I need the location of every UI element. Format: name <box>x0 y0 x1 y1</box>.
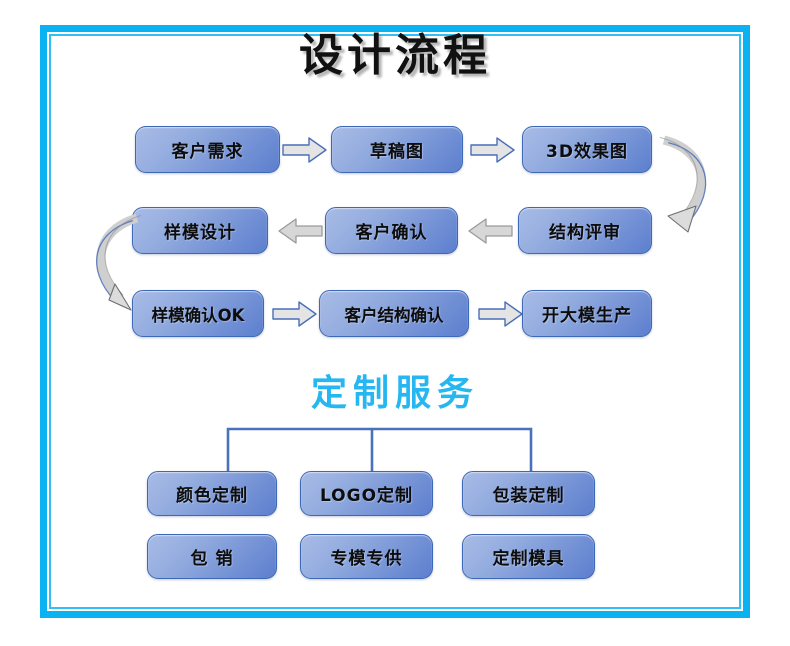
flow-box-sample-mold-ok[interactable]: 样模确认OK <box>132 290 264 337</box>
flow-box-draft-drawing[interactable]: 草稿图 <box>331 126 463 173</box>
flow-box-label: 客户确认 <box>355 223 428 243</box>
flow-box-structure-review[interactable]: 结构评审 <box>518 207 652 254</box>
arrow-curve-right-down <box>652 128 722 240</box>
service-box-packaging-customization[interactable]: 包装定制 <box>462 471 595 516</box>
service-box-logo-customization[interactable]: LOGO定制 <box>300 471 433 516</box>
arrow-curve-left-down <box>85 208 155 320</box>
page-title: 设计流程 <box>299 30 491 81</box>
flow-box-label: 客户结构确认 <box>344 305 444 325</box>
service-box-exclusive-sales[interactable]: 包 销 <box>147 534 277 579</box>
flow-box-label: 草稿图 <box>370 142 424 162</box>
decorative-frame-inner-white <box>47 32 743 611</box>
flow-box-label: 开大模生产 <box>542 306 632 326</box>
flow-box-mass-production[interactable]: 开大模生产 <box>522 290 652 337</box>
service-box-custom-mold[interactable]: 定制模具 <box>462 534 595 579</box>
service-box-label: 专模专供 <box>330 549 403 569</box>
service-box-dedicated-mold-supply[interactable]: 专模专供 <box>300 534 433 579</box>
flow-box-customer-confirm[interactable]: 客户确认 <box>325 207 458 254</box>
flow-box-label: 样模确认OK <box>151 305 245 325</box>
service-box-label: 包 销 <box>190 549 234 569</box>
arrow-right-1 <box>282 136 328 164</box>
arrow-right-4 <box>478 300 524 328</box>
arrow-left-1 <box>277 217 323 245</box>
arrow-right-2 <box>470 136 516 164</box>
flow-box-3d-rendering[interactable]: 3D效果图 <box>522 126 652 173</box>
section-title: 定制服务 <box>310 373 479 414</box>
service-box-label: 包装定制 <box>492 486 565 506</box>
arrow-right-3 <box>272 300 318 328</box>
service-box-label: LOGO定制 <box>319 486 414 506</box>
flow-box-label: 样模设计 <box>164 223 236 243</box>
flow-box-customer-requirement[interactable]: 客户需求 <box>135 126 280 173</box>
service-box-color-customization[interactable]: 颜色定制 <box>147 471 277 516</box>
flow-box-label: 客户需求 <box>171 142 244 162</box>
service-box-label: 定制模具 <box>492 549 565 569</box>
bracket-connector <box>215 425 545 480</box>
flow-box-customer-structure-confirm[interactable]: 客户结构确认 <box>319 290 469 337</box>
service-box-label: 颜色定制 <box>176 486 248 506</box>
arrow-left-2 <box>467 217 513 245</box>
flow-box-sample-mold-design[interactable]: 样模设计 <box>132 207 268 254</box>
decorative-frame-inner-blue <box>49 34 741 609</box>
flow-box-label: 3D效果图 <box>546 142 628 162</box>
flow-box-label: 结构评审 <box>549 223 621 243</box>
